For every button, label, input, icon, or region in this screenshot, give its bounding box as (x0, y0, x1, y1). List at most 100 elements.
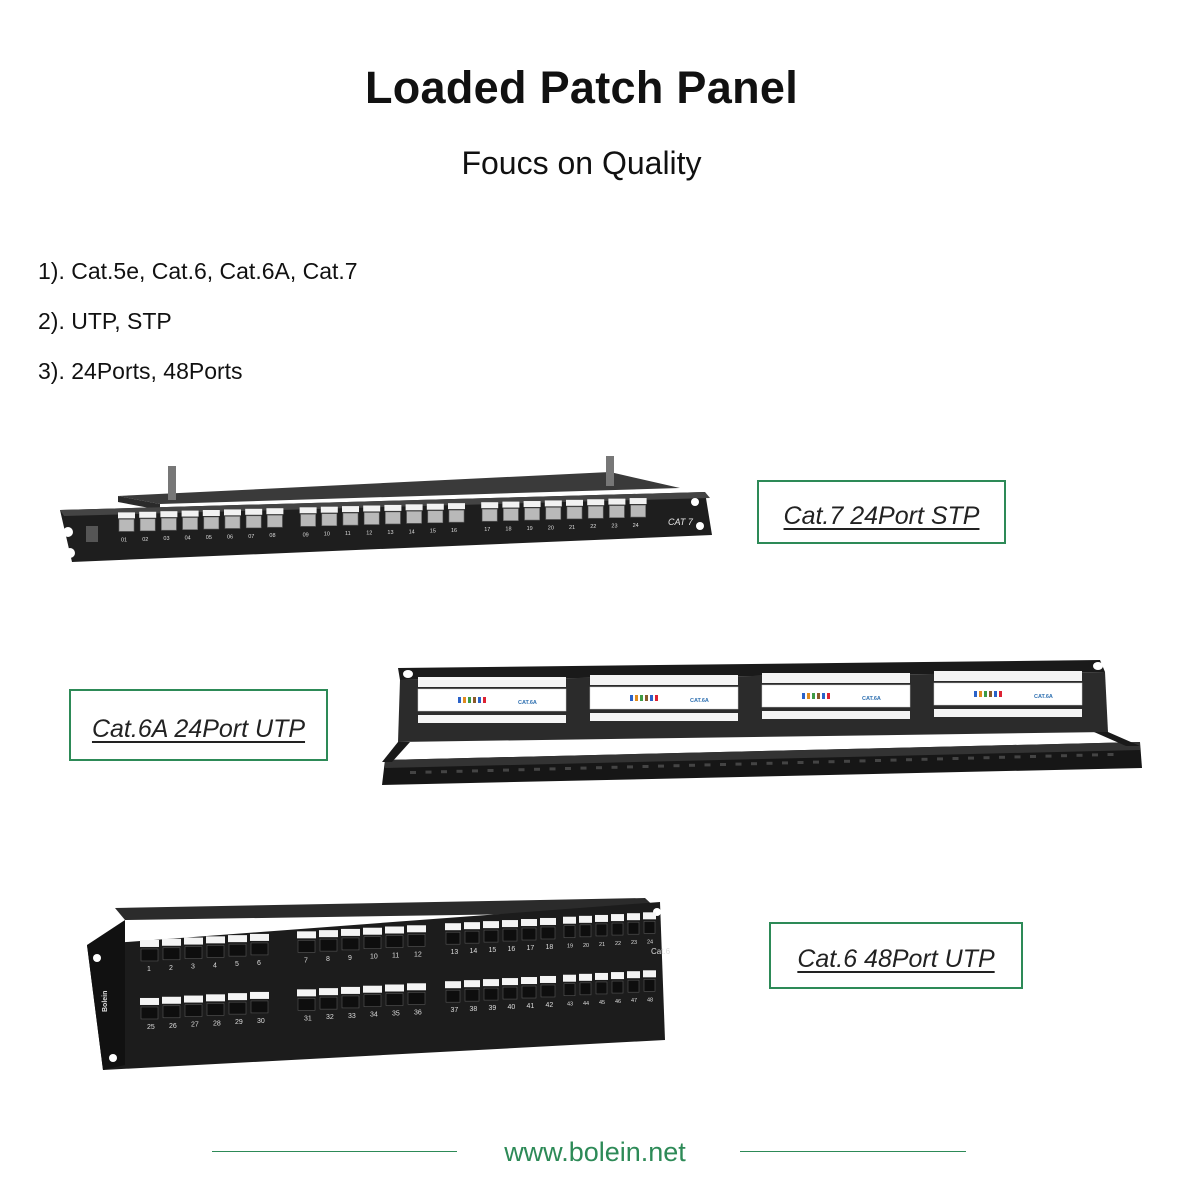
rj45-port (643, 979, 656, 992)
port-number: 38 (470, 1006, 478, 1013)
footer-website-link[interactable]: www.bolein.net (504, 1137, 686, 1167)
port-number: 20 (583, 943, 589, 949)
rj45-port (464, 988, 480, 1002)
cable-tie-hole (518, 768, 525, 772)
cable-tie-hole (859, 759, 866, 763)
port-label-strip (563, 974, 576, 982)
port-number: 12 (366, 531, 372, 537)
rj45-port (267, 514, 283, 528)
cable-tie-hole (1030, 755, 1036, 758)
rj45-port (503, 508, 519, 521)
port-number: 22 (615, 941, 621, 947)
port-label-strip (481, 502, 499, 509)
rj45-port (540, 984, 556, 998)
product-label-text: Cat.7 24Port STP (783, 501, 980, 530)
cable-tie-hole (1045, 754, 1052, 758)
port-label-strip (299, 507, 317, 514)
cable-tie-hole (813, 760, 819, 764)
cable-tie-hole (410, 771, 416, 774)
cable-tie-hole (534, 767, 540, 771)
product-label-cat6: Cat.6 48Port UTP (769, 922, 1023, 989)
port-number: 03 (163, 536, 169, 542)
port-number: 08 (269, 533, 275, 539)
rj45-port (521, 927, 537, 941)
port-number: 33 (348, 1013, 356, 1020)
port-number: 10 (370, 954, 378, 961)
rj45-port (363, 512, 380, 525)
product-label-text: Cat.6 48Port UTP (797, 945, 995, 973)
port-label-strip (206, 936, 225, 944)
rj45-port (140, 948, 159, 962)
port-number: 32 (326, 1014, 334, 1021)
port-label-strip (627, 971, 640, 979)
port-number: 12 (414, 951, 422, 958)
panel-model-text: CAT 7 (668, 517, 694, 527)
idc-terminal-block (590, 675, 738, 685)
port-number: 24 (633, 523, 639, 529)
port-number: 18 (505, 527, 511, 533)
product-label-cat7: Cat.7 24Port STP (757, 480, 1006, 544)
port-number: 22 (590, 524, 596, 530)
cable-tie-hole (472, 769, 478, 773)
port-number: 1 (147, 966, 151, 973)
port-label-strip (181, 510, 199, 517)
module-label-card (417, 688, 567, 712)
port-number: 05 (206, 535, 212, 541)
port-label-strip (483, 921, 499, 929)
cable-tie-hole (1107, 753, 1114, 756)
port-label-strip (162, 938, 181, 946)
cable-tie-hole (875, 759, 881, 762)
port-label-strip (595, 914, 608, 922)
port-number: 04 (185, 536, 191, 542)
rj45-port (250, 942, 269, 956)
cable-tie-hole (983, 756, 990, 760)
port-number: 7 (304, 957, 308, 964)
rj45-port (448, 509, 465, 523)
rj45-port (483, 929, 499, 943)
port-label-strip (464, 980, 480, 988)
rj45-port (206, 1003, 225, 1016)
rj45-port (297, 998, 316, 1011)
module-label-card (761, 684, 911, 708)
rj45-port (563, 983, 576, 997)
rj45-port (203, 516, 220, 530)
footer-divider-right (740, 1151, 966, 1152)
port-label-strip (627, 913, 640, 921)
port-label-strip (384, 504, 402, 511)
cable-tie-hole (720, 763, 726, 766)
port-label-strip (523, 501, 541, 508)
port-number: 14 (409, 529, 415, 535)
rj45-port (627, 921, 640, 935)
rj45-port (184, 946, 203, 959)
port-number: 8 (326, 956, 330, 963)
port-label-strip (521, 919, 537, 927)
cable-tie-hole (549, 767, 556, 771)
rj45-port (566, 506, 583, 520)
rj45-port (579, 924, 592, 938)
cable-tie-hole (642, 765, 649, 768)
rj45-port (319, 938, 338, 952)
port-number: 16 (508, 946, 516, 953)
port-number: 28 (213, 1020, 221, 1027)
cable-tie-hole (425, 770, 432, 774)
rj45-port (319, 996, 338, 1010)
port-number: 25 (147, 1024, 155, 1031)
port-label-strip (162, 996, 181, 1004)
port-number: 16 (451, 528, 457, 534)
port-label-strip (184, 937, 203, 945)
port-number: 13 (451, 949, 459, 956)
port-number: 9 (348, 955, 352, 962)
port-label-strip (385, 926, 404, 934)
port-number: 39 (489, 1005, 497, 1012)
feature-item: 1). Cat.5e, Cat.6, Cat.6A, Cat.7 (38, 258, 358, 284)
port-number: 11 (345, 531, 351, 537)
module-model-text: CAT.6A (1034, 694, 1053, 700)
port-number: 26 (169, 1023, 177, 1030)
page-title: Loaded Patch Panel (364, 62, 798, 113)
port-label-strip (250, 933, 269, 941)
port-label-strip (587, 499, 605, 506)
product-label-text: Cat.6A 24Port UTP (91, 714, 306, 743)
port-label-strip (363, 505, 381, 512)
cable-tie-hole (658, 764, 664, 768)
rj45-port (595, 981, 608, 995)
